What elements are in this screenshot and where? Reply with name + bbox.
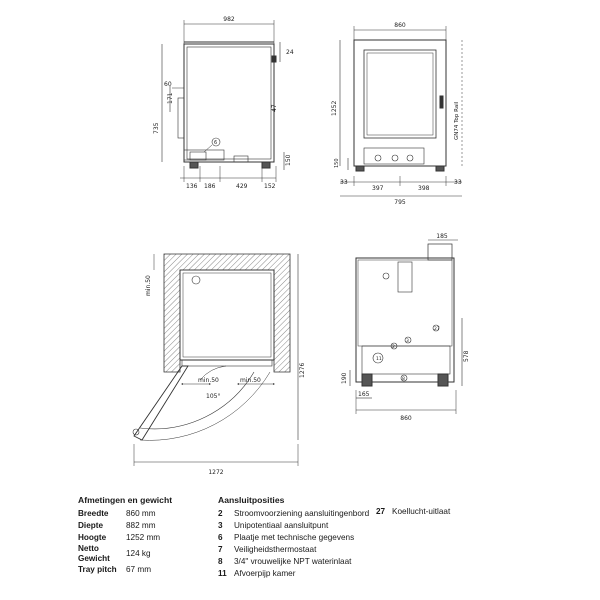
dimensions-weight-table: Afmetingen en gewicht Breedte 860 mm Die… [78,494,208,576]
connection-num: 7 [218,545,223,554]
label-top-rail: GN74 Top Rail [454,101,460,140]
spec-value: 67 mm [126,565,152,574]
dim-47: 47 [271,104,278,112]
spec-row-depth: Diepte 882 mm [78,520,208,532]
callout-2: 2 [392,344,395,350]
callout-27: 27 [434,326,440,332]
spec-key: Tray pitch [78,565,117,574]
connection-row: 8 3/4" vrouwelijke NPT waterinlaat [218,556,378,568]
connection-row: 3 Unipotentiaal aansluitpunt [218,520,378,532]
dim-190: 190 [341,372,348,384]
front-view [339,26,463,197]
connection-label: Veiligheidsthermostaat [234,545,317,554]
connection-positions-table: Aansluitposities 2 Stroomvoorziening aan… [218,494,378,580]
spec-value: 124 kg [126,549,151,558]
connection-label: 3/4" vrouwelijke NPT waterinlaat [234,557,352,566]
dim-min50-b: min.50 [240,377,261,384]
connection-num: 3 [218,521,223,530]
connection-row: 11 Afvoerpijp kamer [218,568,378,580]
connection-label: Plaatje met technische gegevens [234,533,355,542]
dim-860: 860 [394,22,406,29]
dim-min50-a: min.50 [198,377,219,384]
side-view [161,20,285,182]
front-view-labels: 860 1252 150 33 397 398 33 795 GN74 Top … [331,22,462,206]
callout-6: 6 [214,140,217,146]
spec-row-weight: Netto Gewicht 124 kg [78,544,208,564]
spec-key: Hoogte [78,533,107,542]
spec-row-width: Breedte 860 mm [78,508,208,520]
dim-150: 150 [285,154,292,166]
spec-row-tray-pitch: Tray pitch 67 mm [78,564,208,576]
dim-171: 171 [167,92,174,104]
dim-33-right: 33 [454,179,462,186]
connection-label: Koellucht-uitlaat [392,507,451,516]
side-view-labels: 982 24 60 171 735 47 150 136 186 429 152… [153,16,294,190]
connection-row: 7 Veiligheidsthermostaat [218,544,378,556]
spec-value: 1252 mm [126,533,161,542]
dim-982: 982 [223,16,235,23]
spec-key: Diepte [78,521,104,530]
dim-105deg: 105° [206,393,220,400]
dim-150-front: 150 [334,158,340,168]
connection-num: 27 [376,507,386,516]
callout-11: 11 [376,356,382,362]
dim-429: 429 [236,183,248,190]
dim-33-left: 33 [340,179,348,186]
plan-view-labels: min.50 min.50 min.50 105° 1276 1272 [145,275,306,476]
dim-152: 152 [264,183,276,190]
spec-key: Breedte [78,509,109,518]
spec-value: 860 mm [126,509,156,518]
dim-735: 735 [153,122,160,134]
connection-num: 8 [218,557,223,566]
dim-1252: 1252 [331,101,338,116]
connection-num: 11 [218,569,227,578]
dim-1276: 1276 [299,363,306,378]
connection-label: Stroomvoorziening aansluitingenbord [234,509,370,518]
dim-795: 795 [394,199,406,206]
connection-num: 6 [218,533,223,542]
dim-860-rear: 860 [400,415,412,422]
spec-key: Netto Gewicht [78,544,110,563]
spec-row-height: Hoogte 1252 mm [78,532,208,544]
connections-title: Aansluitposities [218,495,285,505]
dim-397: 397 [372,185,384,192]
dim-min50-top: min.50 [145,275,152,296]
dim-398: 398 [418,185,430,192]
dim-165: 165 [358,391,370,398]
connection-row: 2 Stroomvoorziening aansluitingenbord [218,508,378,520]
callout-3: 3 [406,338,409,344]
connection-row: 6 Plaatje met technische gegevens [218,532,378,544]
dim-185: 185 [436,233,448,240]
dim-1272: 1272 [208,469,223,476]
connection-row: 27 Koellucht-uitlaat [376,506,496,518]
dim-136: 136 [186,183,198,190]
rear-view [349,239,463,414]
connection-num: 2 [218,509,223,518]
connection-positions-extra: 27 Koellucht-uitlaat [376,506,496,518]
dim-60: 60 [164,81,172,88]
dim-24: 24 [286,49,294,56]
plan-view [132,253,299,466]
dim-186: 186 [204,183,216,190]
rear-view-labels: 185 578 190 165 860 11 2 3 8 27 [341,233,470,422]
connection-label: Unipotentiaal aansluitpunt [234,521,329,530]
callout-8: 8 [402,376,405,382]
dim-578: 578 [463,350,470,362]
specs-title: Afmetingen en gewicht [78,495,173,505]
connection-label: Afvoerpijp kamer [234,569,296,578]
technical-drawing: 982 24 60 171 735 47 150 136 186 429 152… [132,16,470,476]
spec-value: 882 mm [126,521,156,530]
